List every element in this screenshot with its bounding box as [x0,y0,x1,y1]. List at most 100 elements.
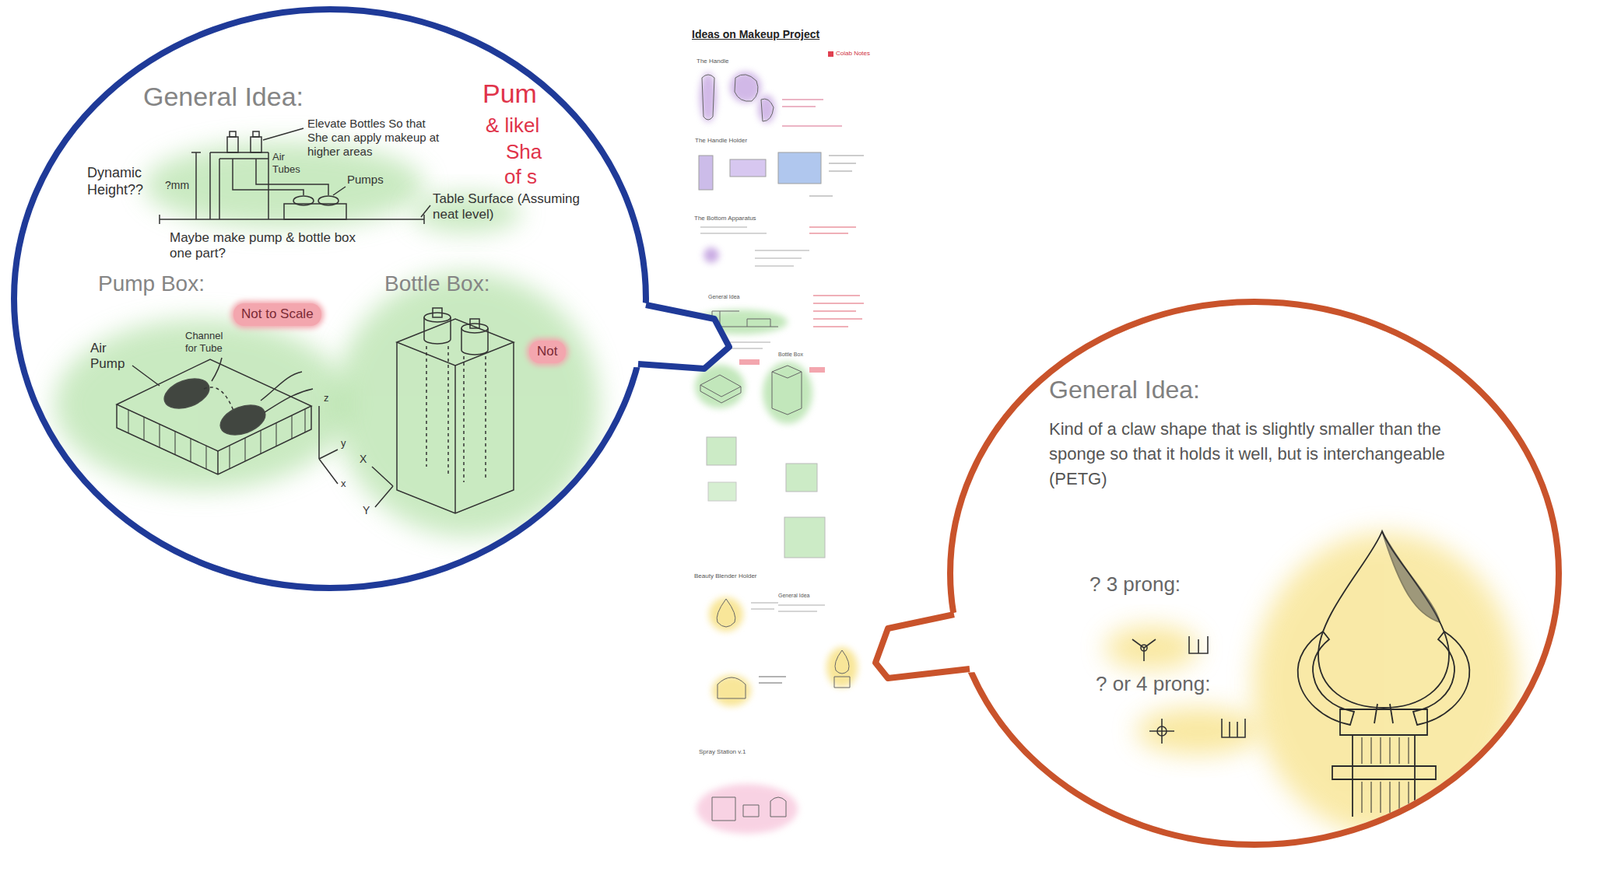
magnifier-callout: General Idea:Kind of a claw shape that i… [948,300,1561,847]
callout-tail [638,305,730,369]
callout-tail-fill [875,611,976,679]
callout-outline [948,300,1561,847]
claw-holder-sketch [1361,737,1409,814]
bottle-box-sketch [396,342,514,514]
section-heading: Pump Box: [98,270,205,298]
thumbnail-sketches [771,365,802,415]
bottle-box-sketch [461,328,488,355]
thumbnail-sketches [729,159,766,177]
claw-holder-sketch [1340,709,1428,736]
thumbnail-sketches [762,361,813,425]
general-idea-sketch [229,131,236,137]
section-heading: General Idea: [143,80,304,113]
claw-holder-sketch [1298,531,1471,818]
callout-ring [14,9,646,589]
thumbnail-sketches [694,51,864,835]
thumbnail-sketches [716,599,736,628]
part-label: Pumps [347,172,384,187]
thumbnail-heading: The Handle [696,57,729,66]
axis-label: y [340,437,347,450]
page-title: Ideas on Makeup Project [691,28,820,42]
axis-label: z [323,392,330,405]
sketch-note: Kind of a claw shape that is slightly sm… [1049,417,1493,492]
pump-box-sketch [132,357,222,386]
left-callout-art [54,319,351,491]
general-idea-sketch [210,152,269,220]
pump-box-sketch [116,357,338,485]
sketch-note: Maybe make pump & bottle box one part? [169,230,382,263]
legend-note: Colab Notes [835,49,871,58]
option-label: ? 3 prong: [1089,572,1181,597]
thumbnail-heading: Bottle Box [778,351,804,358]
thumbnail-sketches [782,99,843,127]
pill-text: Not [536,343,558,360]
pump-box-sketch [160,373,214,415]
right-callout-art [1136,708,1261,755]
bottle-box-sketch [470,319,480,329]
thumbnail-sketches [708,482,737,502]
bottle-box-sketch [426,346,486,483]
prong-icons [1132,639,1156,662]
thumbnail-sketches [809,155,864,197]
pump-box-sketch [216,400,270,441]
pump-box-sketch [116,404,312,475]
claw-holder-sketch [1352,735,1415,818]
thumbnail-sketches [706,437,737,466]
axis-label: Y [362,504,370,518]
left-callout-art [54,128,600,537]
prong-icons [1149,719,1175,744]
thumbnail-heading: Spray Station v.1 [698,748,746,757]
thumbnail-sketches [698,155,713,190]
claw-holder-sketch [1298,631,1355,726]
sketch-note: Dynamic Height?? [87,164,159,199]
callout-ring [950,301,1559,846]
thumbnail-heading: General Idea [708,294,740,301]
prong-icons [1189,636,1208,654]
bottle-box-sketch [424,317,451,344]
red-note: Sha [505,140,542,165]
thumbnail-heading: General Idea [778,592,810,600]
thumbnail-sketches [785,463,818,492]
thumbnail-sketches [809,227,857,234]
bottle-box-sketch [396,319,514,366]
section-heading: Bottle Box: [384,270,490,298]
general-idea-sketch [252,131,260,137]
pump-box-sketch [319,406,338,485]
callout-tail-fill [631,301,730,369]
magnifier-callout: General Idea:Pum& likelShaof sElevate Bo… [12,7,648,590]
prong-icons [1157,726,1167,737]
pump-box-sketch [128,409,306,470]
thumbnail-sketches [813,295,864,327]
pump-box-sketch [203,387,234,411]
part-label: Air Pump [90,340,133,373]
thumbnail-heading: Beauty Blender Holder [694,572,758,581]
thumbnail-sketches [708,597,744,632]
thumbnail-sketches [701,74,774,122]
thumbnail-sketches [700,375,741,404]
claw-holder-sketch [1374,704,1393,724]
prong-icons [1140,645,1148,652]
right-callout-art [1105,626,1199,671]
left-callout-art [143,142,425,229]
red-note: of s [504,164,537,190]
dimension-label: ?mm [164,178,190,193]
part-label: Channel for Tube [185,329,236,355]
thumbnail-sketches [826,647,858,688]
thumbnail-sketches [739,359,760,365]
option-label: ? or 4 prong: [1095,672,1211,697]
thumbnail-sketches [828,51,834,57]
axis-label: x [340,477,347,491]
general-idea-sketch [293,196,314,206]
general-idea-sketch [250,136,262,153]
thumbnail-sketches [696,784,798,835]
bottle-box-sketch [371,466,393,508]
sketch-note: Table Surface (Assuming neat level) [432,191,583,224]
thumbnail-sketches [712,797,786,822]
note-pill: Not to Scale [233,303,322,327]
axis-label: X [359,452,367,467]
thumbnail-heading: The Bottom Apparatus [694,214,757,223]
thumbnail-sketches [750,603,825,612]
pump-box-sketch [116,359,312,452]
thumbnail-sketches [700,227,810,267]
